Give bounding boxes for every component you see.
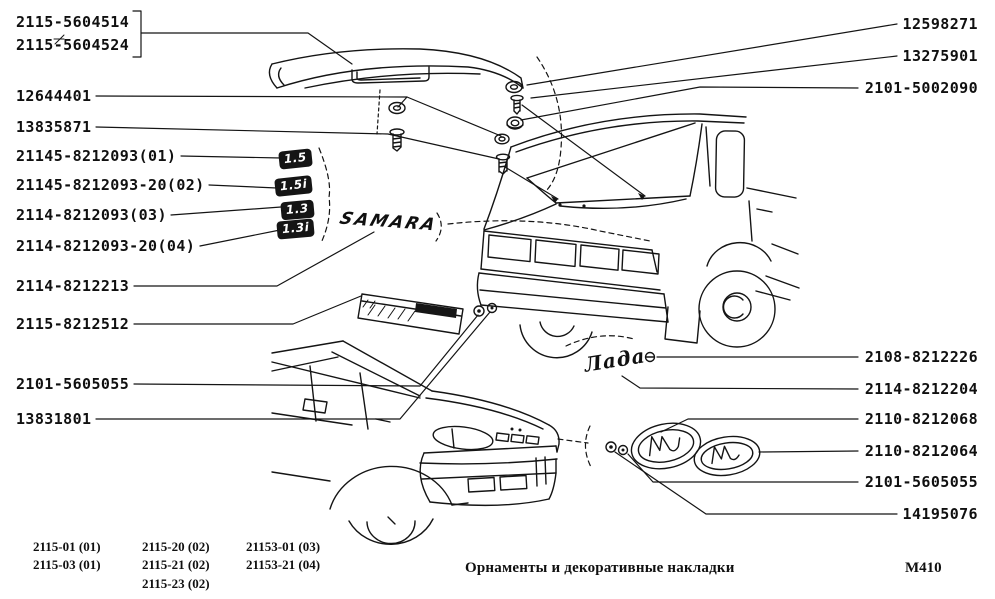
part-number-label: 2110-8212068 [864,410,978,428]
grille-slat [510,433,525,444]
washer-icon [494,133,510,145]
tail-light [534,239,577,268]
part-number-label: 12644401 [16,87,92,105]
part-number-label: 21145-8212093-20(02) [16,176,205,194]
grille-slat [495,432,510,443]
trim-strip-drawing [357,293,498,335]
part-number-label: 13275901 [902,47,978,65]
clip-icon [617,444,629,456]
screw-icon [644,351,656,363]
quarter-window [714,130,746,198]
bumper-vent [467,476,496,493]
part-number-label: 12598271 [902,15,978,33]
part-number-label: 2114-8212204 [864,380,978,398]
clip-icon [486,302,498,314]
print-mark [53,34,65,45]
variant-cell: 2115-20 (02) [142,539,210,554]
part-number-label: 13831801 [16,410,92,428]
part-number-label: 2101-5605055 [16,375,130,393]
screw-icon [389,128,405,152]
part-number-label: 2108-8212226 [864,348,978,366]
fastener-icons [388,80,586,208]
part-number-label: 2114-8212093-20(04) [16,237,196,255]
variant-cell: 21153-21 (04) [246,557,321,572]
clip-icon [473,305,485,317]
page-title: Орнаменты и декоративные накладки [465,560,735,576]
mud-flap [664,306,701,344]
headlight [432,425,494,451]
part-number-label: 21145-8212093(01) [16,147,177,165]
label-bracket [132,10,142,58]
part-number-label: 14195076 [902,505,978,523]
mount-hole [582,204,586,208]
part-number-label: 2110-8212064 [864,442,978,460]
lada-oval-badge [630,422,702,470]
sheet-code: М410 [905,560,942,576]
variant-cell: 2115-03 (01) [33,557,101,572]
part-number-label: 2101-5605055 [864,473,978,491]
screw-icon [495,153,511,175]
engine-badge-1.3: 1.3 [280,199,315,221]
clip-icon [605,441,617,453]
washer-icon [388,101,406,115]
nut-icon [506,116,524,130]
door-mirror [302,398,328,414]
part-number-label: 2101-5002090 [864,79,978,97]
part-number-label: 2114-8212213 [16,277,130,295]
engine-badge-1.3i: 1.3i [276,218,316,240]
part-number-label: 2115-5604514 [16,13,130,31]
tail-light [621,249,660,275]
emblem-drawings [605,351,761,477]
screw-icon [510,94,524,115]
tail-light [579,244,620,271]
leader-lines [53,10,898,515]
part-number-label: 2114-8212093(03) [16,206,167,224]
part-number-label: 2115-5604524 [16,36,130,54]
variant-cell: 2115-01 (01) [33,539,101,554]
engine-badge-1.5: 1.5 [278,148,313,170]
rear-wheel [698,270,776,348]
grille-slat [525,435,540,445]
part-number-label: 2115-8212512 [16,315,130,333]
spoiler-drawing [268,48,524,89]
tail-light [487,234,532,263]
variant-cell: 21153-01 (03) [246,539,321,554]
front-car-drawing [271,340,560,545]
variant-cell: 2115-23 (02) [142,576,210,591]
dashed-guides [318,56,651,470]
bumper-vent [499,474,528,491]
part-number-label: 13835871 [16,118,92,136]
variant-cell: 2115-21 (02) [142,557,210,572]
washer-icon [505,80,523,94]
rear-car-drawing [476,113,800,359]
lada-oval-badge [693,435,761,477]
